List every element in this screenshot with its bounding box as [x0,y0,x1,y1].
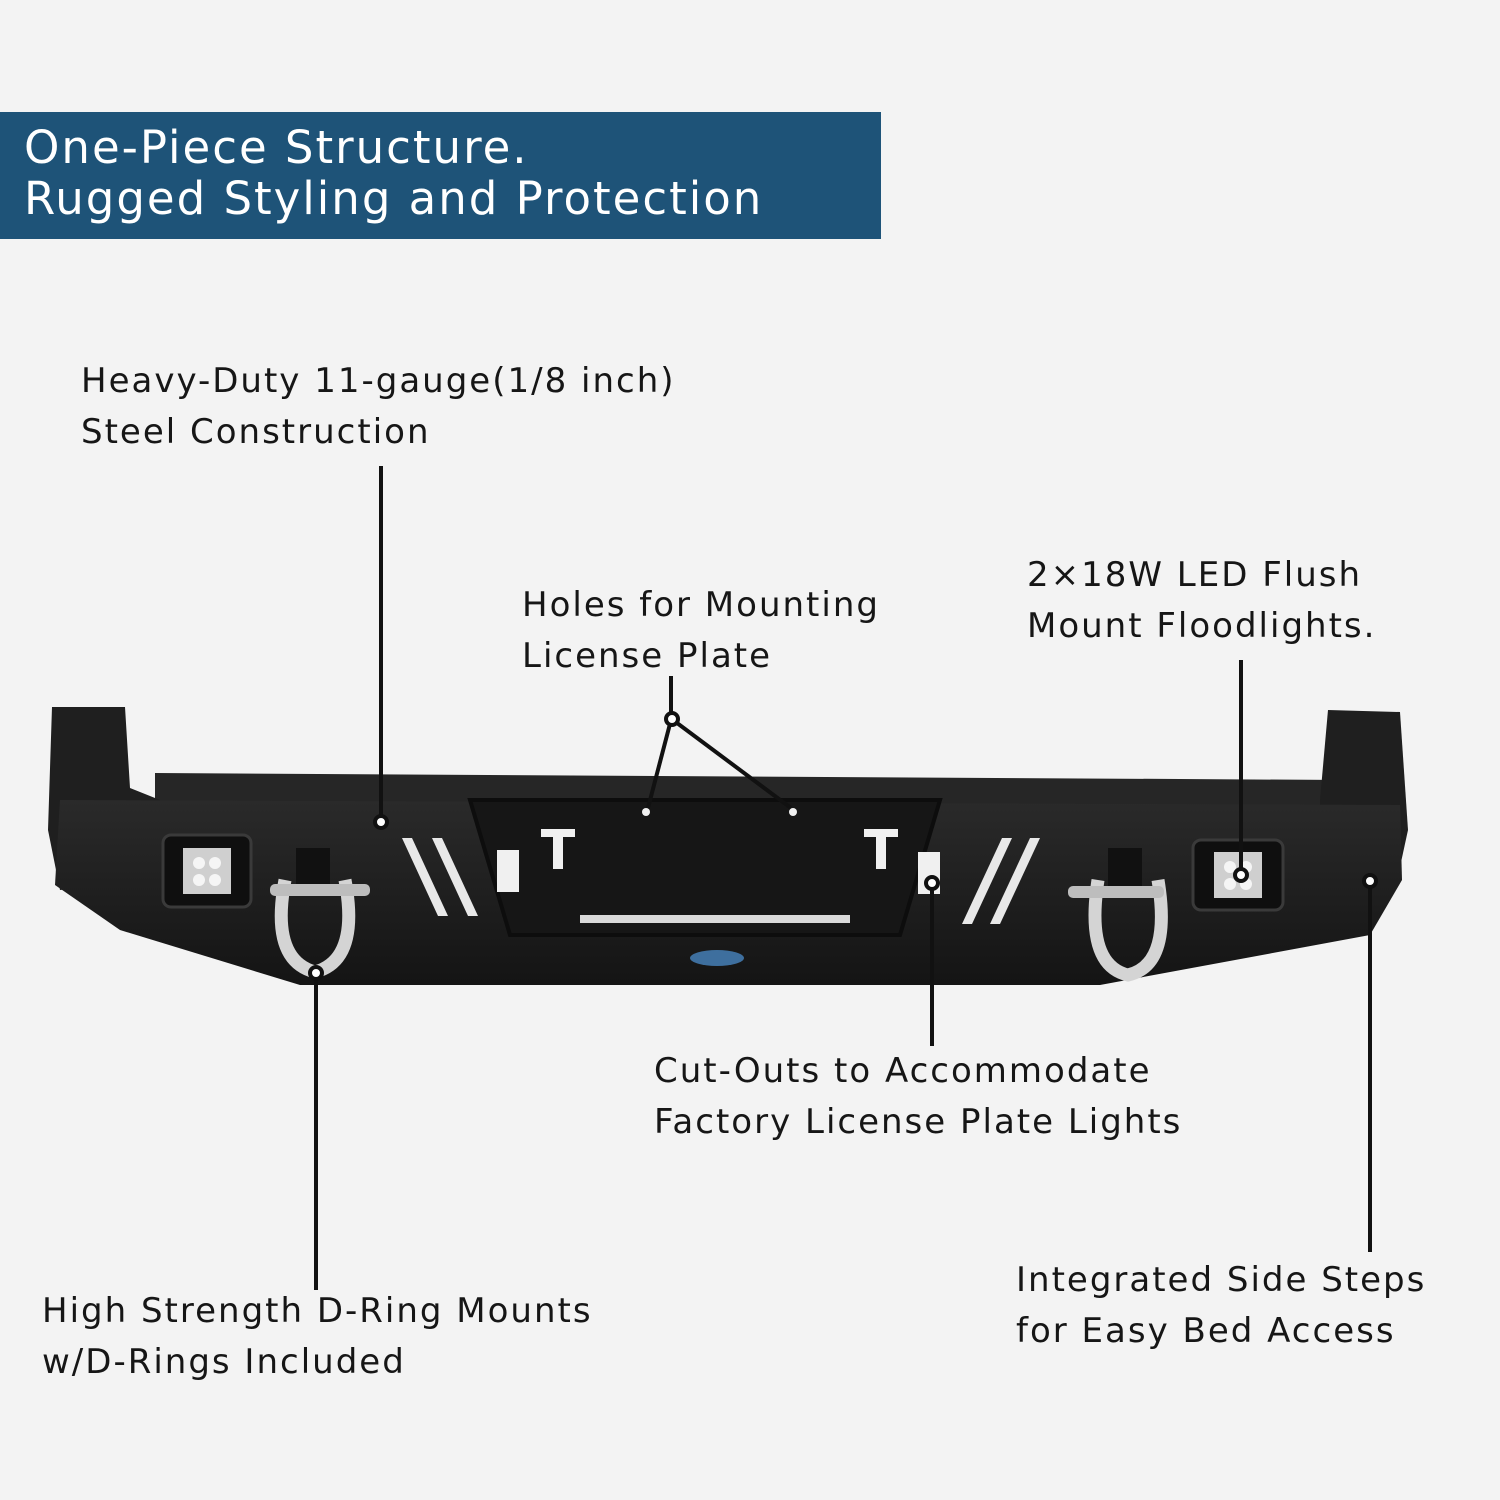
t-cutout-left [541,829,575,869]
d-ring-right-icon [1068,848,1168,982]
dot-holes [664,711,680,727]
leader-holes-right [671,718,793,810]
leader-holes-left [646,719,673,809]
callout-steel-line1: Heavy-Duty 11-gauge(1/8 inch) [81,361,676,401]
callout-dring-line1: High Strength D-Ring Mounts [42,1291,593,1331]
dot-led [1233,867,1249,883]
callout-led-line2: Mount Floodlights. [1027,606,1377,646]
callout-dring-line2: w/D-Rings Included [42,1342,406,1382]
vent-left-2 [432,838,478,916]
callout-steel-line2: Steel Construction [81,412,431,452]
callout-led-floodlights: 2×18W LED Flush Mount Floodlights. [1027,550,1376,652]
header-banner: One-Piece Structure. Rugged Styling and … [0,112,881,239]
callout-cutouts-line1: Cut-Outs to Accommodate [654,1051,1152,1091]
callout-steps-line1: Integrated Side Steps [1016,1260,1427,1300]
plate-light-cutout-left [497,850,519,892]
dot-steps [1362,873,1378,889]
header-title-line2: Rugged Styling and Protection [24,172,764,225]
mount-hole-right [789,808,797,816]
callout-plate-light-cutouts: Cut-Outs to Accommodate Factory License … [654,1046,1182,1148]
mount-hole-left [642,808,650,816]
recess-slot [580,915,850,923]
t-cutout-right [864,829,898,869]
dot-dring [308,965,324,981]
callout-led-line1: 2×18W LED Flush [1027,555,1363,595]
callout-side-steps: Integrated Side Steps for Easy Bed Acces… [1016,1255,1426,1357]
vent-left-1 [402,838,448,916]
callout-holes-line2: License Plate [522,636,773,676]
callout-steps-line2: for Easy Bed Access [1016,1311,1396,1351]
callout-cutouts-line2: Factory License Plate Lights [654,1102,1183,1142]
callout-holes-line1: Holes for Mounting [522,585,880,625]
callout-mounting-holes: Holes for Mounting License Plate [522,580,880,682]
callout-d-ring-mounts: High Strength D-Ring Mounts w/D-Rings In… [42,1286,593,1388]
callout-steel-construction: Heavy-Duty 11-gauge(1/8 inch) Steel Cons… [81,356,676,458]
dot-steel [373,814,389,830]
header-title-line1: One-Piece Structure. [24,121,529,174]
led-light-left-icon [161,833,253,909]
vent-right-1 [962,838,1012,924]
dot-cutouts [924,875,940,891]
center-recess [467,798,943,937]
vent-right-2 [990,838,1040,924]
brand-logo-icon [690,950,744,966]
